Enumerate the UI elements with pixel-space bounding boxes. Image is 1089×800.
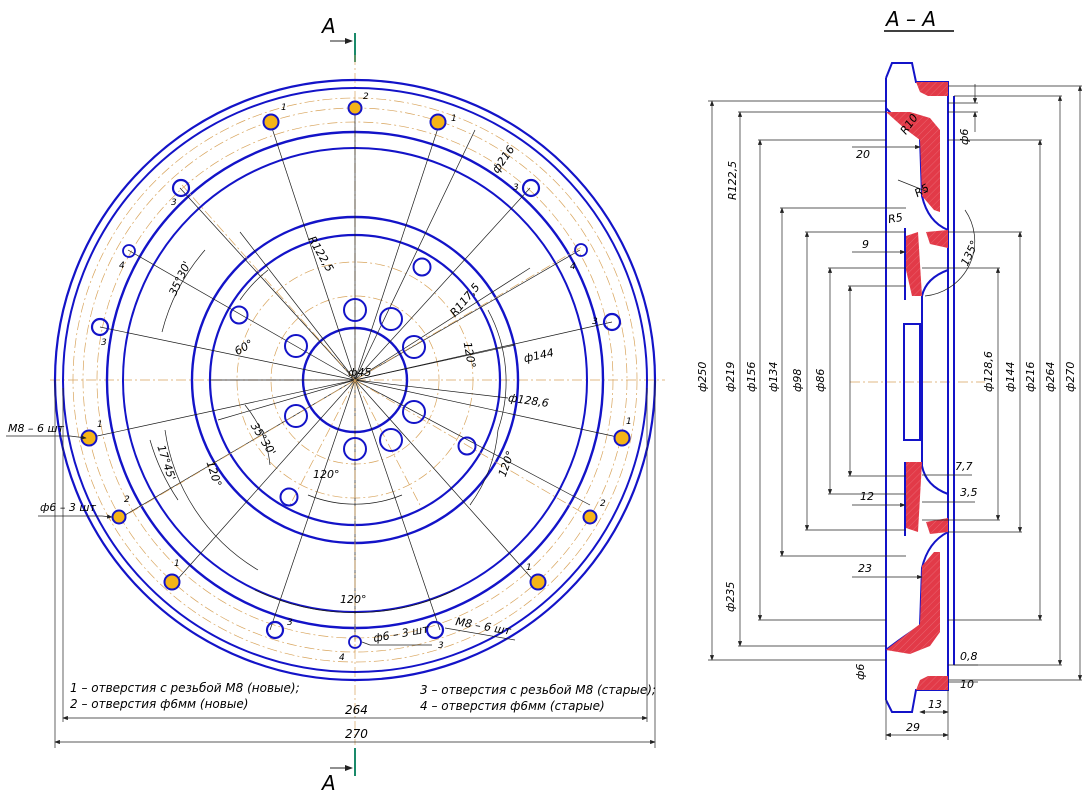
svg-text:3: 3 bbox=[171, 198, 177, 208]
section-view: ф250 ф219 ф156 ф134 ф98 ф86 ф235 ф6 R122… bbox=[696, 62, 1083, 740]
right-dimension-labels: ф128,6 ф144 ф216 ф264 ф270 ф6 bbox=[958, 129, 1077, 392]
svg-text:1: 1 bbox=[281, 103, 287, 113]
svg-text:ф6: ф6 bbox=[854, 664, 867, 680]
svg-text:13: 13 bbox=[928, 698, 942, 711]
svg-text:ф264: ф264 bbox=[1044, 362, 1057, 392]
front-view: 1 2 1 3 3 4 4 3 3 1 1 2 2 1 1 3 3 4 R122… bbox=[6, 55, 665, 748]
svg-text:7,7: 7,7 bbox=[955, 460, 973, 473]
angle-120-left: 120° bbox=[204, 459, 225, 488]
new-m8-holes bbox=[80, 113, 631, 591]
svg-text:3: 3 bbox=[101, 338, 107, 348]
left-dimension-labels: ф250 ф219 ф156 ф134 ф98 ф86 ф235 ф6 bbox=[696, 362, 867, 680]
svg-text:ф128,6: ф128,6 bbox=[982, 351, 995, 392]
axis-rays bbox=[117, 184, 596, 652]
svg-text:ф250: ф250 bbox=[696, 362, 709, 392]
new-d6-holes bbox=[111, 100, 598, 525]
svg-text:135°: 135° bbox=[958, 238, 981, 268]
svg-text:R5: R5 bbox=[912, 181, 931, 200]
angle-arcs bbox=[149, 249, 507, 613]
old-m8-holes bbox=[90, 178, 622, 640]
svg-text:1: 1 bbox=[451, 114, 457, 124]
svg-text:ф270: ф270 bbox=[1064, 362, 1077, 392]
svg-text:1 – отверстия с резьбой М8 (но: 1 – отверстия с резьбой М8 (новые); bbox=[70, 681, 300, 695]
svg-text:3: 3 bbox=[513, 183, 519, 193]
dim-264: 264 bbox=[345, 703, 368, 717]
section-mark-bottom: A bbox=[320, 748, 356, 795]
angle-120-bottom: 120° bbox=[340, 593, 367, 606]
angle-60: 60° bbox=[232, 337, 255, 358]
svg-text:2: 2 bbox=[124, 495, 130, 505]
svg-text:0,8: 0,8 bbox=[960, 650, 978, 663]
svg-text:2: 2 bbox=[363, 92, 369, 102]
svg-text:ф86: ф86 bbox=[814, 369, 827, 392]
rim-264 bbox=[62, 87, 648, 673]
label-d45: ф45 bbox=[348, 366, 371, 379]
callout-m8-bottom: М8 – 6 шт bbox=[444, 615, 516, 641]
angle-3530-mid: 35°30' bbox=[248, 420, 278, 458]
svg-text:1: 1 bbox=[526, 563, 532, 573]
svg-text:ф235: ф235 bbox=[724, 582, 737, 612]
angle-120-inner: 120° bbox=[313, 468, 340, 481]
svg-text:3: 3 bbox=[438, 641, 444, 651]
callout-m8-left: М8 – 6 шт bbox=[6, 422, 87, 440]
label-d144: ф144 bbox=[523, 346, 555, 365]
svg-text:4: 4 bbox=[339, 653, 345, 663]
svg-text:1: 1 bbox=[174, 559, 180, 569]
svg-text:3,5: 3,5 bbox=[960, 486, 978, 499]
svg-text:ф219: ф219 bbox=[724, 362, 737, 392]
dim-270: 270 bbox=[345, 727, 368, 741]
svg-text:3: 3 bbox=[592, 317, 598, 327]
svg-text:М8 – 6 шт: М8 – 6 шт bbox=[8, 422, 65, 435]
section-letter-bottom: A bbox=[320, 771, 336, 795]
section-letter-top: A bbox=[320, 14, 336, 38]
svg-text:ф134: ф134 bbox=[767, 362, 780, 392]
svg-text:4: 4 bbox=[119, 261, 125, 271]
svg-text:ф216: ф216 bbox=[1024, 362, 1037, 392]
angle-120-right: 120° bbox=[461, 341, 478, 369]
left-dimension-lines bbox=[709, 100, 853, 661]
section-mark-top: A bbox=[320, 14, 356, 62]
label-d1286: ф128,6 bbox=[507, 391, 549, 410]
svg-text:3 – отверстия с резьбой М8 (ст: 3 – отверстия с резьбой М8 (старые); bbox=[420, 683, 656, 697]
label-r1225: R122,5 bbox=[305, 234, 336, 274]
legend: 1 – отверстия с резьбой М8 (новые); 2 – … bbox=[70, 681, 656, 713]
svg-text:29: 29 bbox=[906, 721, 920, 734]
angle-3530-top: 35°30' bbox=[166, 259, 193, 298]
svg-text:1: 1 bbox=[626, 417, 632, 427]
svg-text:4 – отверстия ф6мм (старые): 4 – отверстия ф6мм (старые) bbox=[420, 699, 605, 713]
svg-text:20: 20 bbox=[856, 148, 870, 161]
left-extension-lines bbox=[708, 100, 906, 661]
right-dimension-lines bbox=[972, 84, 1083, 681]
section-title: А – А bbox=[884, 7, 954, 32]
svg-text:23: 23 bbox=[858, 562, 872, 575]
svg-text:ф6 – 3 шт: ф6 – 3 шт bbox=[40, 501, 96, 514]
angle-120-right2: 120° bbox=[496, 449, 517, 478]
svg-text:ф144: ф144 bbox=[1004, 362, 1017, 392]
overall-dims: 264 270 bbox=[54, 380, 656, 748]
callout-d6-bottom: ф6 – 3 шт bbox=[361, 622, 432, 646]
hub-holes bbox=[229, 257, 477, 507]
svg-text:3: 3 bbox=[287, 618, 293, 628]
svg-text:ф6: ф6 bbox=[958, 129, 971, 145]
svg-text:1: 1 bbox=[97, 420, 103, 430]
svg-text:ф156: ф156 bbox=[745, 362, 758, 392]
hole-number-labels: 1 2 1 3 3 4 4 3 3 1 1 2 2 1 1 3 3 4 bbox=[97, 92, 632, 663]
svg-text:10: 10 bbox=[960, 678, 974, 691]
callout-d6-left: ф6 – 3 шт bbox=[38, 501, 113, 519]
label-d216: ф216 bbox=[489, 143, 517, 175]
old-d6-holes bbox=[122, 243, 588, 649]
right-extension-lines bbox=[922, 85, 1082, 681]
svg-text:R5: R5 bbox=[887, 211, 904, 226]
profile-outline bbox=[885, 62, 955, 713]
svg-text:12: 12 bbox=[860, 490, 874, 503]
svg-text:ф98: ф98 bbox=[791, 369, 804, 392]
svg-text:2 – отверстия ф6мм (новые): 2 – отверстия ф6мм (новые) bbox=[70, 697, 248, 711]
svg-text:4: 4 bbox=[570, 262, 576, 272]
svg-text:9: 9 bbox=[862, 238, 869, 251]
section-r1225: R122,5 bbox=[726, 161, 739, 200]
svg-text:А – А: А – А bbox=[884, 7, 936, 31]
svg-text:2: 2 bbox=[600, 499, 606, 509]
hatched-sections bbox=[886, 82, 948, 690]
